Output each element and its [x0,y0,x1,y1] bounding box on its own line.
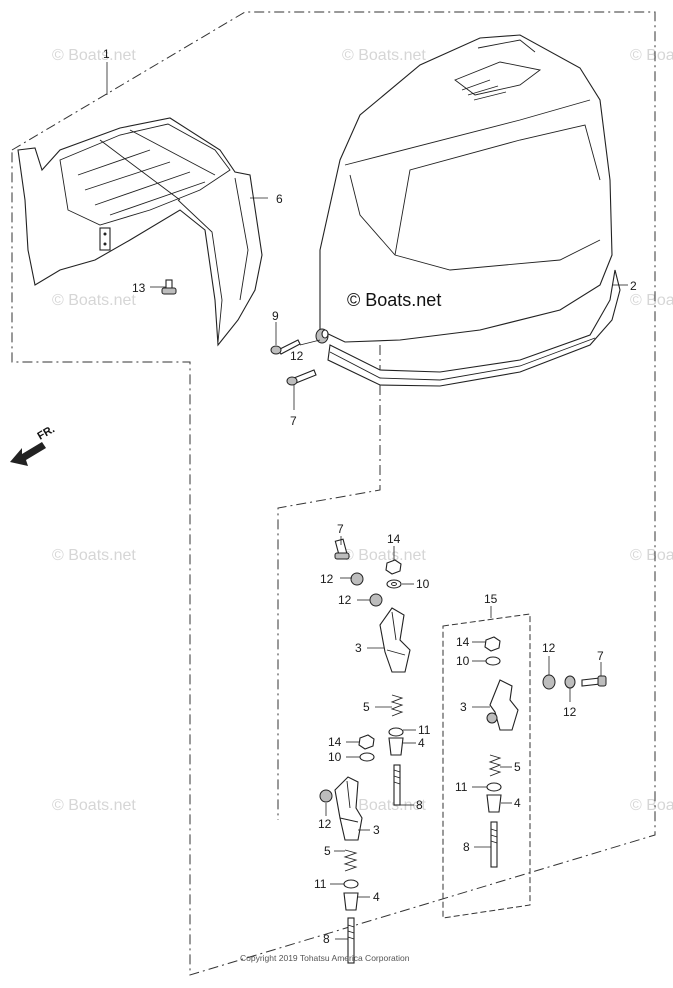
callout-7: 7 [290,414,297,428]
callout-4: 4 [514,796,521,810]
callout-6: 6 [276,192,283,206]
callout-12: 12 [542,641,556,655]
callout-4: 4 [418,736,425,750]
leader-lines [106,62,628,940]
callout-5: 5 [363,700,370,714]
callout-3: 3 [355,641,362,655]
watermark-text: © Boats.net [52,292,136,309]
callout-11: 11 [455,780,468,794]
callout-8: 8 [323,932,330,946]
callout-8: 8 [463,840,470,854]
callout-11: 11 [418,723,431,737]
callout-12: 12 [318,817,332,831]
callout-14: 14 [387,532,401,546]
callout-14: 14 [328,735,342,749]
front-direction-arrow: FR. [10,423,57,466]
watermark-text: © Boats.net [52,47,136,64]
callout-13: 13 [132,281,146,295]
callout-12: 12 [563,705,577,719]
callout-3: 3 [373,823,380,837]
callout-5: 5 [514,760,521,774]
watermark-text: © Boats.net [630,47,673,64]
assembly-boundary-outline [11,11,656,976]
latch-assembly-lower [319,776,363,964]
callout-15: 15 [484,592,498,606]
latch-kit-15-box [442,613,531,919]
grommet-12 [315,328,329,344]
callout-3: 3 [460,700,467,714]
callout-1: 1 [103,47,110,61]
callout-14: 14 [456,635,470,649]
watermark-text: © Boats.net [52,797,136,814]
front-direction-label: FR. [36,423,57,442]
callout-7: 7 [597,649,604,663]
callout-9: 9 [272,309,279,323]
loose-grommets-and-bolt [542,674,607,690]
callout-12: 12 [290,349,304,363]
watermark-text: © Boats.net [630,292,673,309]
callout-10: 10 [456,654,470,668]
callout-labels: 1 6 2 13 9 12 7 7 12 14 10 12 3 5 11 4 1… [103,47,637,946]
callout-8: 8 [416,798,423,812]
callout-12: 12 [338,593,352,607]
watermark-group: © Boats.net © Boats.net © Boats.net © Bo… [52,47,673,814]
callout-12: 12 [320,572,334,586]
watermark-text: © Boats.net [630,547,673,564]
bolt-9 [270,339,301,355]
callout-10: 10 [416,577,430,591]
watermark-text: © Boats.net [630,797,673,814]
rear-cover-pan-6 [17,117,263,347]
copyright-notice: Copyright 2019 Tohatsu America Corporati… [240,953,410,963]
latch-assembly-upper [334,538,411,806]
bolt-7 [286,369,317,386]
top-cowl-cover [319,34,621,387]
bolt-13 [161,279,177,295]
callout-10: 10 [328,750,342,764]
callout-2: 2 [630,279,637,293]
watermark-text: © Boats.net [342,547,426,564]
watermark-text: © Boats.net [52,547,136,564]
latch-kit-15-parts [484,636,519,868]
callout-5: 5 [324,844,331,858]
watermark-text: © Boats.net [342,797,426,814]
callout-7: 7 [337,522,344,536]
callout-11: 11 [314,877,327,891]
latch-group-boundary [277,285,381,820]
callout-4: 4 [373,890,380,904]
brand-mark-text: © Boats.net [347,290,441,310]
watermark-text: © Boats.net [342,47,426,64]
